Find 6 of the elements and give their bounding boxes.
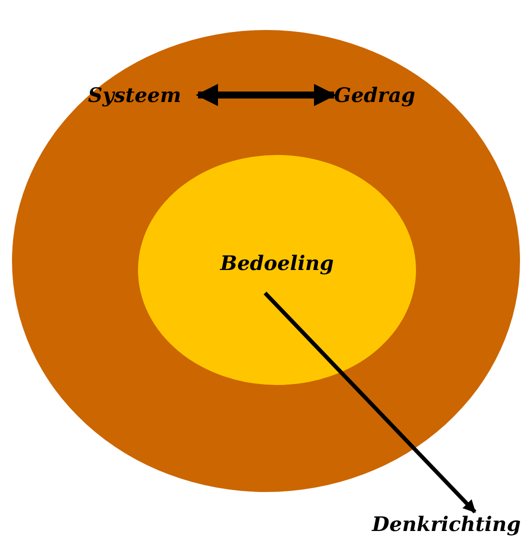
double-arrow [196, 84, 336, 106]
text-label: Systeem [88, 83, 198, 107]
text-label: Gedrag [334, 83, 426, 107]
arrow [264, 292, 476, 514]
text-label: Denkrichting [372, 512, 528, 536]
circle-label: Bedoeling [218, 251, 335, 275]
